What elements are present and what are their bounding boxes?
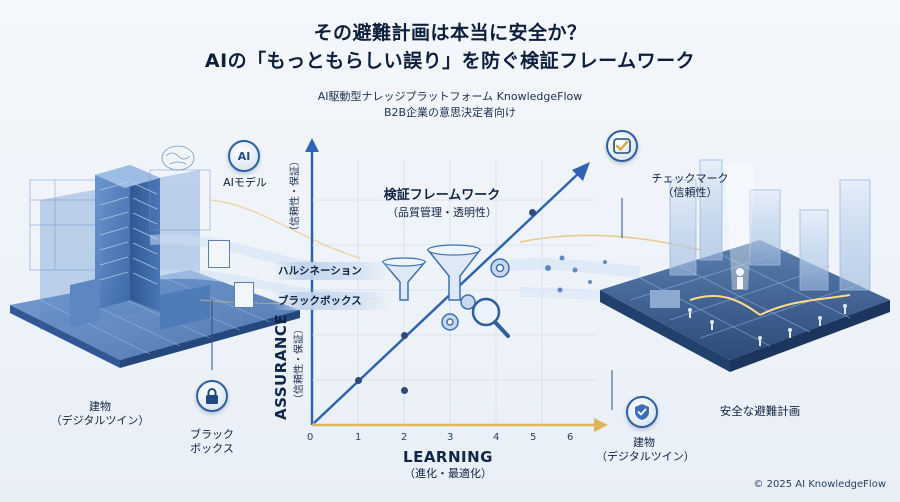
x-tick: 5 bbox=[530, 432, 537, 443]
copyright-text: © 2025 AI KnowledgeFlow bbox=[753, 479, 886, 490]
document-icon-2 bbox=[234, 282, 254, 308]
y-axis-subtitle: （信頼性・保証） bbox=[294, 324, 305, 404]
page-title-line2: AIの「もっともらしい誤り」を防ぐ検証フレームワーク bbox=[204, 50, 696, 72]
x-tick: 2 bbox=[401, 432, 408, 443]
blackbox-banner: ブラックボックス bbox=[272, 292, 392, 310]
safe-evacuation-label: 安全な避難計画 bbox=[719, 404, 801, 418]
subtitle-audience: B2B企業の意思決定者向け bbox=[383, 106, 517, 119]
y-axis-title: ASSURANCE bbox=[272, 313, 290, 420]
lock-icon bbox=[196, 380, 228, 412]
safe-city-illustration bbox=[600, 159, 890, 372]
x-tick: 6 bbox=[567, 432, 574, 443]
checkmark-label-line2: （信頼性） bbox=[662, 186, 718, 199]
ai-chip-icon: AI bbox=[228, 140, 260, 172]
gear-icons bbox=[441, 258, 510, 331]
blackbox-label-line2: ボックス bbox=[190, 442, 234, 455]
checkmark-icon bbox=[606, 130, 638, 162]
blackbox-label-line1: ブラック bbox=[190, 428, 234, 441]
shield-check-icon bbox=[626, 396, 658, 428]
checkmark-label-line1: チェックマーク bbox=[651, 172, 729, 185]
x-axis-subtitle: （進化・最適化） bbox=[404, 467, 492, 480]
hallucination-banner: ハルシネーション bbox=[272, 262, 392, 280]
x-tick: 4 bbox=[493, 432, 500, 443]
x-tick: 1 bbox=[355, 432, 362, 443]
x-axis-title: LEARNING bbox=[403, 448, 493, 466]
x-tick: 0 bbox=[307, 432, 314, 443]
building-label-right-line1: 建物 bbox=[633, 436, 655, 449]
building-label-left-line1: 建物 bbox=[89, 400, 111, 413]
funnel-icons bbox=[381, 244, 482, 301]
subtitle-platform: AI駆動型ナレッジプラットフォーム KnowledgeFlow bbox=[317, 90, 583, 103]
chart-point bbox=[401, 387, 408, 394]
chart-point bbox=[355, 377, 362, 384]
blueprint-building-illustration bbox=[10, 145, 300, 368]
building-label-left-line2: （デジタルツイン） bbox=[50, 414, 150, 427]
document-icon bbox=[208, 240, 230, 268]
framework-title: 検証フレームワーク bbox=[383, 188, 501, 203]
chart-point bbox=[401, 332, 408, 339]
x-tick: 3 bbox=[447, 432, 454, 443]
page-title-line1: その避難計画は本当に安全か？ bbox=[313, 22, 587, 44]
magnifier-icon bbox=[471, 297, 510, 338]
building-label-right-line2: （デジタルツイン） bbox=[596, 450, 695, 463]
ai-model-label: AIモデル bbox=[223, 176, 267, 189]
y-axis-top-note: （信頼性・保証） bbox=[290, 156, 301, 236]
chart-point bbox=[529, 209, 536, 216]
framework-subtitle: （品質管理・透明性） bbox=[387, 206, 497, 219]
